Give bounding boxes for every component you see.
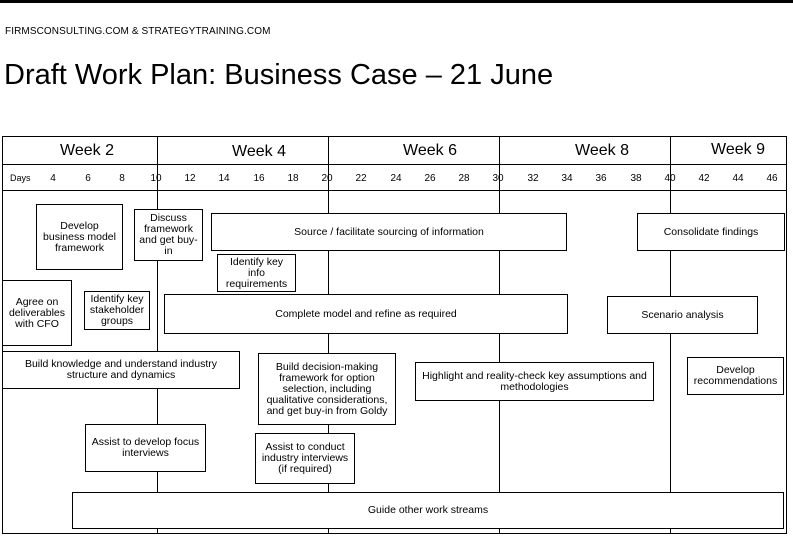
- week-row-divider: [3, 164, 786, 165]
- task-develop-business-model-framework: Develop business model framework: [36, 204, 123, 270]
- week-label: Week 4: [232, 143, 286, 160]
- week-label: Week 8: [575, 142, 629, 159]
- week-divider: [157, 137, 158, 190]
- task-highlight-assumptions: Highlight and reality-check key assumpti…: [415, 362, 654, 401]
- week-divider: [670, 137, 671, 190]
- day-label: 22: [355, 173, 367, 184]
- task-guide-other-work-streams: Guide other work streams: [72, 492, 784, 529]
- day-label: 28: [458, 173, 470, 184]
- task-build-decision-framework: Build decision-making framework for opti…: [258, 353, 396, 425]
- task-consolidate-findings: Consolidate findings: [637, 213, 785, 251]
- week-label: Week 6: [403, 142, 457, 159]
- day-label: 14: [218, 173, 230, 184]
- day-label: 42: [698, 173, 710, 184]
- week-label: Week 2: [60, 142, 114, 159]
- top-rule: [0, 0, 793, 3]
- day-label: 38: [630, 173, 642, 184]
- day-row-divider: [3, 190, 786, 191]
- day-label: 12: [184, 173, 196, 184]
- task-build-knowledge: Build knowledge and understand industry …: [2, 351, 240, 389]
- task-source-information: Source / facilitate sourcing of informat…: [211, 213, 567, 251]
- day-label: 40: [664, 173, 676, 184]
- task-assist-industry-interviews: Assist to conduct industry interviews (i…: [255, 433, 355, 484]
- task-identify-key-info-requirements: Identify key info requirements: [217, 254, 296, 292]
- day-label: 8: [119, 173, 125, 184]
- milestone-line-day-40: [670, 190, 671, 533]
- day-label: 30: [492, 173, 504, 184]
- day-label: 44: [732, 173, 744, 184]
- day-label: 34: [561, 173, 573, 184]
- task-develop-recommendations: Develop recommendations: [687, 357, 784, 395]
- day-label: 6: [85, 173, 91, 184]
- source-label: FIRMSCONSULTING.COM & STRATEGYTRAINING.C…: [5, 26, 271, 37]
- day-label: 20: [321, 173, 333, 184]
- task-assist-focus-interviews: Assist to develop focus interviews: [85, 424, 206, 472]
- page-title: Draft Work Plan: Business Case – 21 June: [4, 59, 554, 91]
- task-discuss-framework: Discuss framework and get buy-in: [134, 209, 203, 261]
- task-identify-stakeholder-groups: Identify key stakeholder groups: [84, 291, 150, 330]
- day-label: 24: [390, 173, 402, 184]
- days-label: Days: [10, 173, 31, 183]
- milestone-line-day-30: [499, 190, 500, 533]
- task-scenario-analysis: Scenario analysis: [607, 296, 758, 334]
- day-label: 4: [50, 173, 56, 184]
- day-label: 46: [766, 173, 778, 184]
- week-divider: [499, 137, 500, 190]
- week-divider: [328, 137, 329, 190]
- day-label: 10: [150, 173, 162, 184]
- task-agree-on-deliverables: Agree on deliverables with CFO: [2, 280, 72, 346]
- day-label: 32: [527, 173, 539, 184]
- day-label: 36: [595, 173, 607, 184]
- task-complete-model: Complete model and refine as required: [164, 294, 568, 334]
- day-label: 16: [253, 173, 265, 184]
- week-label: Week 9: [711, 141, 765, 158]
- day-label: 18: [287, 173, 299, 184]
- day-label: 26: [424, 173, 436, 184]
